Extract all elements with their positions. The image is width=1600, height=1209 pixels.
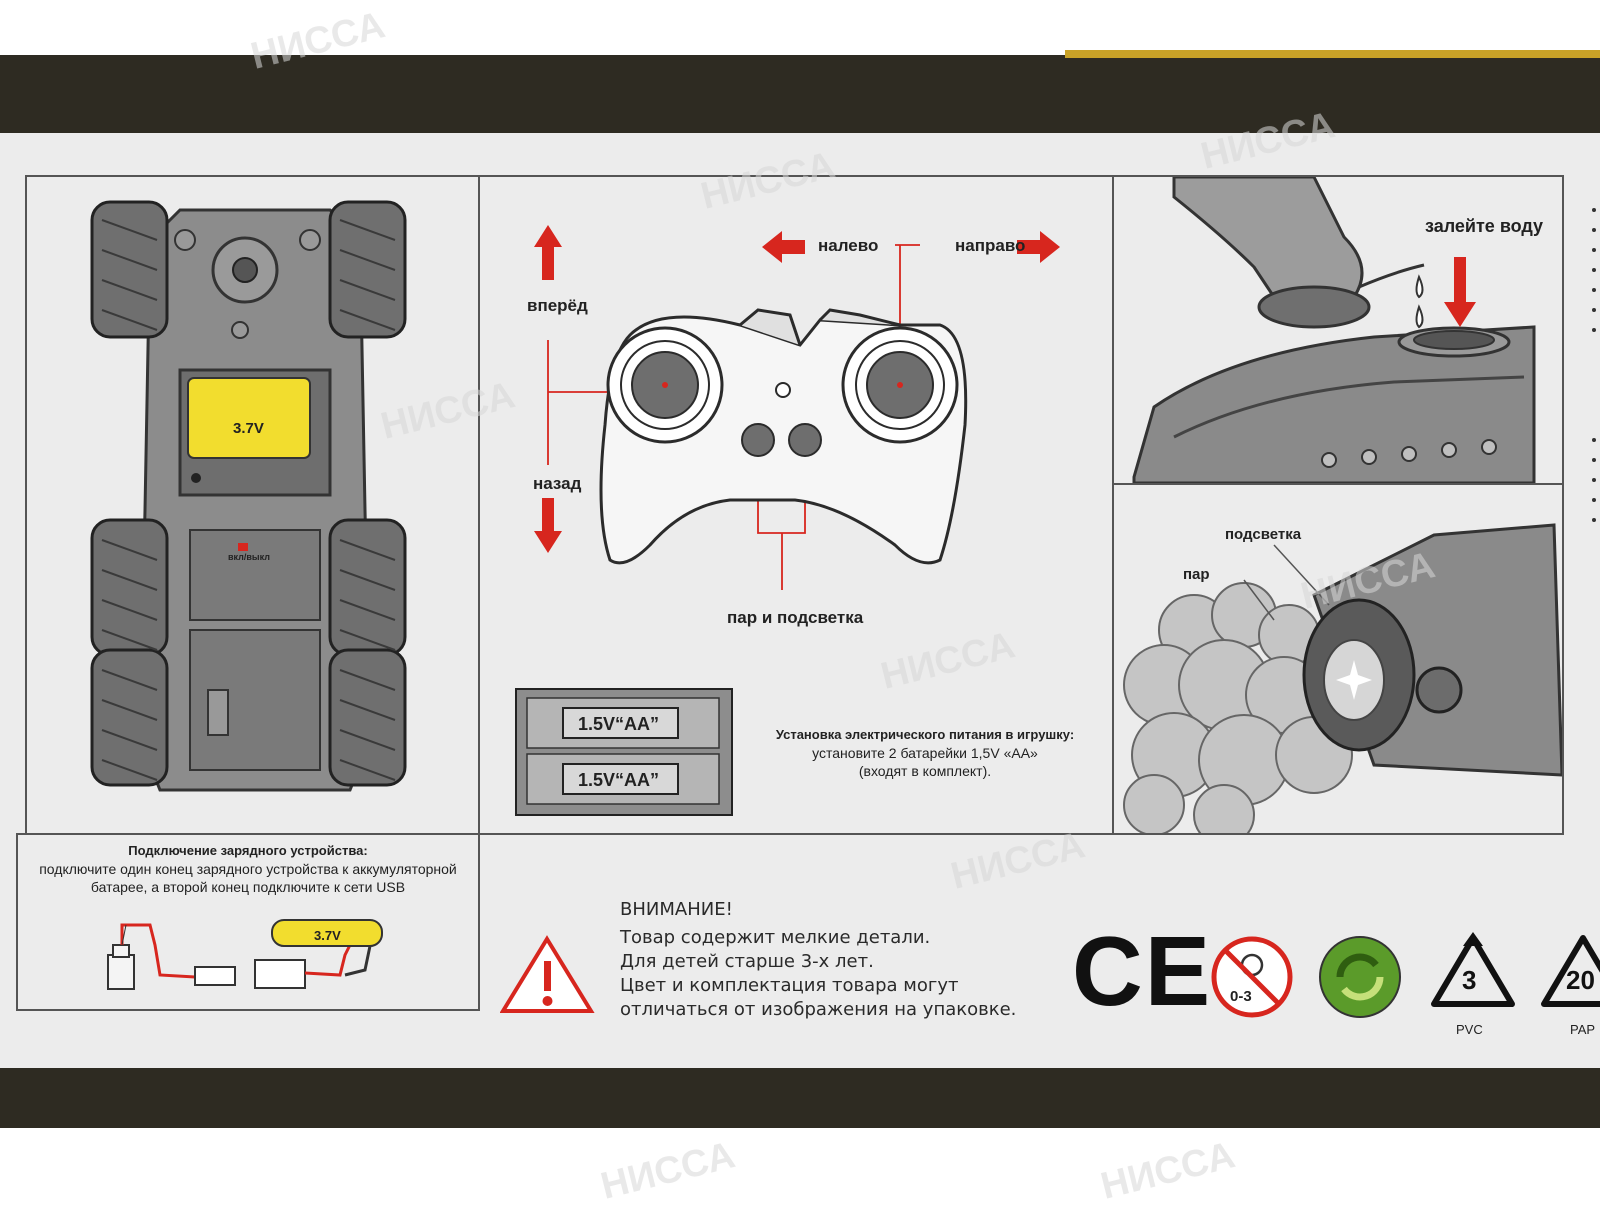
backlight-label: подсветка (1225, 526, 1302, 543)
chassis-illustration (90, 200, 407, 792)
battery-install-line2: (входят в комплект). (858, 763, 992, 779)
charging-section (16, 833, 480, 1011)
remote-right-label: направо (955, 236, 1026, 255)
left-arrow-icon (762, 231, 805, 263)
remote-left-label: налево (818, 236, 879, 255)
recycle-pvc-label: PVC (1456, 1022, 1483, 1037)
warning-line3: Цвет и комплектация товара могут (620, 975, 959, 996)
recycle-pap-label: PAP (1570, 1022, 1596, 1037)
charging-line2: батарее, а второй конец подключите к сет… (90, 879, 406, 895)
steam-section (1112, 483, 1564, 835)
age-restriction-label: 0-3 (1230, 988, 1252, 1005)
forward-arrow-icon (534, 225, 562, 280)
battery-cell-2-label: 1.5V“AA” (578, 770, 660, 790)
battery-install-line1: установите 2 батарейки 1,5V «AA» (812, 745, 1038, 761)
remote-back-label: назад (533, 474, 582, 493)
edge-dots (1592, 208, 1596, 522)
recycle-pap-icon (1541, 935, 1600, 1007)
steam-light-illustration (1123, 523, 1562, 833)
power-switch-label: вкл/выкл (228, 552, 270, 562)
steam-label: пар (1183, 566, 1210, 583)
right-arrow-icon (1017, 231, 1060, 263)
battery-compartment (515, 688, 733, 816)
recycle-pvc-number: 3 (1462, 965, 1477, 995)
pour-water-label: залейте воду (1425, 216, 1544, 236)
recycle-pvc-icon (1431, 932, 1515, 1007)
watermark: НИССА (1096, 1134, 1240, 1208)
battery-install-title: Установка электрического питания в игруш… (775, 727, 1075, 742)
recycle-pap-number: 20 (1566, 965, 1595, 995)
ce-mark-icon: CE (1072, 916, 1213, 1026)
remote-illustration (534, 225, 1060, 590)
charger-battery-label: 3.7V (314, 928, 341, 943)
back-arrow-icon (534, 498, 562, 553)
warning-line1: Товар содержит мелкие детали. (620, 927, 931, 948)
water-fill-illustration (1132, 177, 1536, 483)
usb-plug-icon (107, 954, 135, 990)
battery-cell-1-label: 1.5V“AA” (578, 714, 660, 734)
warning-line4: отличаться от изображения на упаковке. (620, 999, 1017, 1020)
warning-line2: Для детей старше 3-х лет. (620, 951, 874, 972)
warning-triangle-icon (500, 935, 595, 1013)
charging-cable-illustration (107, 919, 383, 990)
box-bottom-band (0, 1068, 1600, 1128)
remote-forward-label: вперёд (527, 296, 588, 315)
pour-arrow-icon (1444, 257, 1476, 327)
chassis-battery-label: 3.7V (233, 420, 264, 437)
box-top-band (0, 55, 1600, 133)
warning-title: ВНИМАНИЕ! (620, 899, 733, 920)
box-top-accent (1065, 50, 1600, 58)
charging-title: Подключение зарядного устройства: (128, 843, 368, 858)
watermark: НИССА (596, 1134, 740, 1208)
charging-line1: подключите один конец зарядного устройст… (39, 861, 457, 877)
age-restriction-icon (1211, 936, 1293, 1018)
green-dot-icon (1319, 936, 1401, 1018)
steam-light-label: пар и подсветка (727, 608, 864, 627)
